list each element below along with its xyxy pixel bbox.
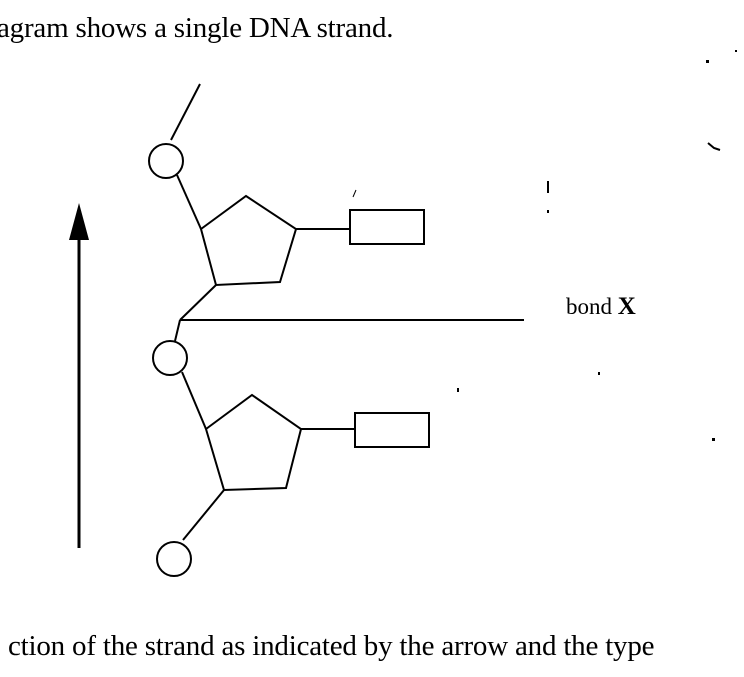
nucleotide-1 <box>148 143 425 321</box>
caption-top: agram shows a single DNA strand. <box>0 12 394 44</box>
phosphate-1-circle <box>148 143 184 179</box>
phosphate-sugar-bond-2 <box>181 371 207 430</box>
sugar-phosphate-bond-1 <box>179 284 217 321</box>
deoxyribose-2-pentagon <box>204 393 303 492</box>
caption-bottom: ction of the strand as indicated by the … <box>8 630 655 662</box>
backbone-bond-into-phosphate-2 <box>174 319 181 342</box>
backbone-bond-top <box>170 83 201 141</box>
bond-label-word: bond <box>566 294 612 319</box>
sugar-phosphate-bond-2 <box>182 489 225 541</box>
phosphate-sugar-bond-1 <box>176 174 202 230</box>
bond-x-label: bond X <box>566 293 636 321</box>
phosphate-2-circle <box>152 340 188 376</box>
terminal-phosphate-circle <box>156 541 192 577</box>
base-1-rectangle <box>349 209 425 245</box>
direction-arrow <box>69 203 89 548</box>
bond-label-letter: X <box>617 293 636 320</box>
direction-arrow-head <box>69 203 89 240</box>
base-2-rectangle <box>354 412 430 448</box>
deoxyribose-1-pentagon <box>199 194 298 287</box>
scan-noise <box>352 50 737 441</box>
nucleotide-2 <box>152 319 430 541</box>
